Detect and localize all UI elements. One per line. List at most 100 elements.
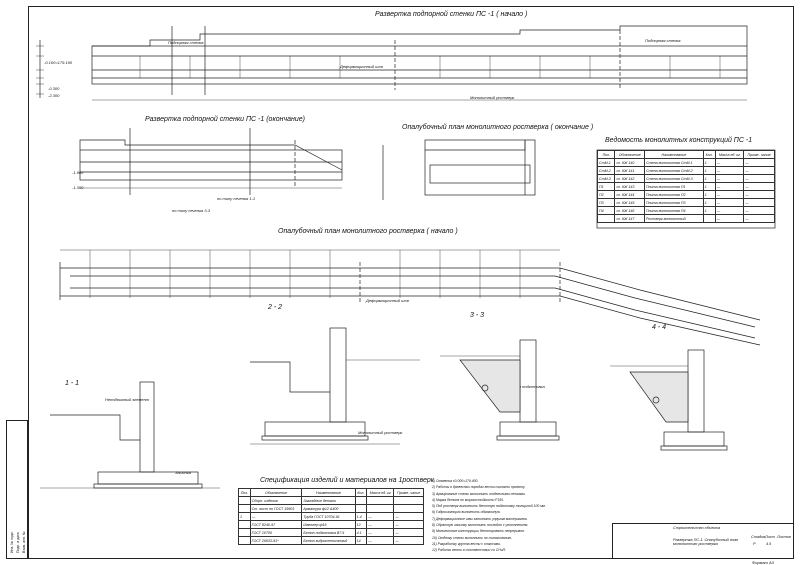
- stamp-sheet-name: Развертка ПС-1. Опалубочный план монолит…: [673, 538, 739, 546]
- note-line: 4) Марка бетона по морозостойкости F150.: [432, 497, 504, 502]
- spec-table: Поз. Обозначение Наименование Кол. Масса…: [238, 488, 424, 545]
- table-cell: —: [714, 198, 745, 207]
- rostverk-label-2: Монолитный ростверк: [358, 430, 403, 435]
- table-cell: [238, 520, 251, 529]
- table-cell: П2: [596, 190, 616, 199]
- table-header: Поз. Обозначение Наименование Кол. Масса…: [596, 150, 775, 159]
- table-cell: —: [366, 528, 395, 537]
- table-cell: Закладные детали: [301, 496, 356, 505]
- table-cell: —: [393, 536, 424, 545]
- table-cell: —: [714, 214, 745, 223]
- table-cell: —: [714, 206, 745, 215]
- plan-end: [424, 139, 536, 196]
- table-cell: ГОСТ 8240-97: [249, 520, 303, 529]
- vedomost-table: Поз. Обозначение Наименование Кол. Масса…: [596, 150, 775, 223]
- note-line: 8) Обратную засыпку выполнить послойно с…: [432, 523, 529, 528]
- table-cell: —: [393, 528, 424, 537]
- table-cell: Плита монолитная П3: [644, 198, 704, 207]
- table-cell: 1: [702, 158, 716, 167]
- table-cell: —: [714, 166, 745, 175]
- col-header: Кол.: [354, 488, 368, 497]
- stamp-stage: Стадия: [751, 535, 766, 539]
- reinf-label: Неподвижный элемент: [105, 397, 150, 402]
- title-spec: Спецификация изделий и материалов на 1ро…: [260, 477, 435, 484]
- table-cell: 1: [702, 190, 716, 199]
- note-line: 2) Работы в древесных породах вести согл…: [432, 485, 526, 490]
- table-cell: сх. КЖ 142: [614, 174, 646, 183]
- table-cell: ГОСТ 10705: [249, 528, 303, 537]
- rostverk-label: Монолитный ростверк: [470, 95, 515, 100]
- table-cell: [238, 536, 251, 545]
- stamp-stage-val: Р: [753, 542, 756, 546]
- table-cell: —: [743, 182, 775, 191]
- table-cell: сх. КЖ 140: [614, 158, 646, 167]
- table-cell: —: [743, 190, 775, 199]
- table-cell: П1: [596, 182, 616, 191]
- table-cell: —: [393, 512, 424, 521]
- table-cell: сх. КЖ 147: [614, 214, 646, 223]
- section-ref-label: по типу сечения 3-3: [172, 208, 211, 213]
- section-2-2-drawing: [250, 327, 420, 445]
- table-cell: 4.1: [354, 528, 368, 537]
- table-cell: —: [249, 512, 303, 521]
- title-razvertka-nachalo: Развертка подпорной стенки ПС -1 ( начал…: [375, 11, 528, 18]
- table-cell: сх. КЖ 143: [614, 182, 646, 191]
- table-header: Поз. Обозначение Наименование Кол. Масса…: [238, 488, 424, 497]
- table-cell: [354, 496, 368, 505]
- table-cell: —: [366, 536, 395, 545]
- table-cell: —: [714, 182, 745, 191]
- note-line: 3) Армирование стены выполнить отдельным…: [432, 491, 526, 496]
- stamp-sheets: Листов: [777, 535, 791, 539]
- mark-label: -0.100=179.100: [44, 60, 73, 65]
- note-line: 1) Отметка ±0.000=179.400.: [432, 479, 479, 483]
- table-cell: [596, 214, 616, 223]
- table-cell: 1: [702, 182, 716, 191]
- table-cell: 1: [702, 206, 716, 215]
- table-cell: 12: [354, 520, 368, 529]
- wall-elevation-top: [91, 45, 748, 85]
- table-cell: Сборн. изделия: [249, 496, 303, 505]
- table-cell: 14: [354, 536, 368, 545]
- mark-label: -1.300: [72, 185, 84, 190]
- mark-label: -0.300: [48, 86, 60, 91]
- table-cell: —: [366, 512, 395, 521]
- mark-label: -1.900: [72, 170, 84, 175]
- table-cell: —: [743, 206, 775, 215]
- binding-strip: Инв. № подл. Подп. и дата Взам. инв. №: [6, 420, 28, 559]
- section-1-1-drawing: [40, 381, 220, 489]
- table-cell: Арматура ф12 А400: [301, 504, 356, 513]
- earth-label: Засыпка: [175, 470, 191, 475]
- table-cell: Плита монолитная П1: [644, 182, 704, 191]
- table-cell: —: [714, 158, 745, 167]
- joint-label-2: Деформационный шов: [366, 298, 409, 303]
- section-2-2: 2 - 2: [268, 304, 283, 311]
- note-line: 9) Монолитные конструкции бетонировать н…: [432, 529, 526, 534]
- table-cell: СтМ-2: [596, 166, 616, 175]
- table-cell: П4: [596, 206, 616, 215]
- title-plan-okonch: Опалубочный план монолитного ростверка (…: [402, 124, 594, 131]
- title-vedomost: Ведомость монолитных конструкций ПС -1: [605, 137, 753, 144]
- note-line: 6) Гидроизоляцию выполнить обмазочную.: [432, 510, 501, 515]
- table-cell: [366, 504, 395, 513]
- title-razvertka-okonch: Развертка подпорной стенки ПС -1 (оконча…: [145, 116, 305, 123]
- table-cell: П3: [596, 198, 616, 207]
- table-cell: сх. КЖ 144: [614, 190, 646, 199]
- table-cell: [702, 214, 716, 223]
- section-1-1: 1 - 1: [65, 380, 80, 387]
- table-cell: 1: [238, 512, 251, 521]
- title-plan-nachalo: Опалубочный план монолитного ростверка (…: [278, 228, 458, 235]
- table-cell: [366, 496, 395, 505]
- table-cell: Швеллер ф16: [301, 520, 356, 529]
- section-ref-label-2: по типу сечения 1-1: [217, 196, 256, 201]
- col-header: Кол.: [702, 150, 716, 159]
